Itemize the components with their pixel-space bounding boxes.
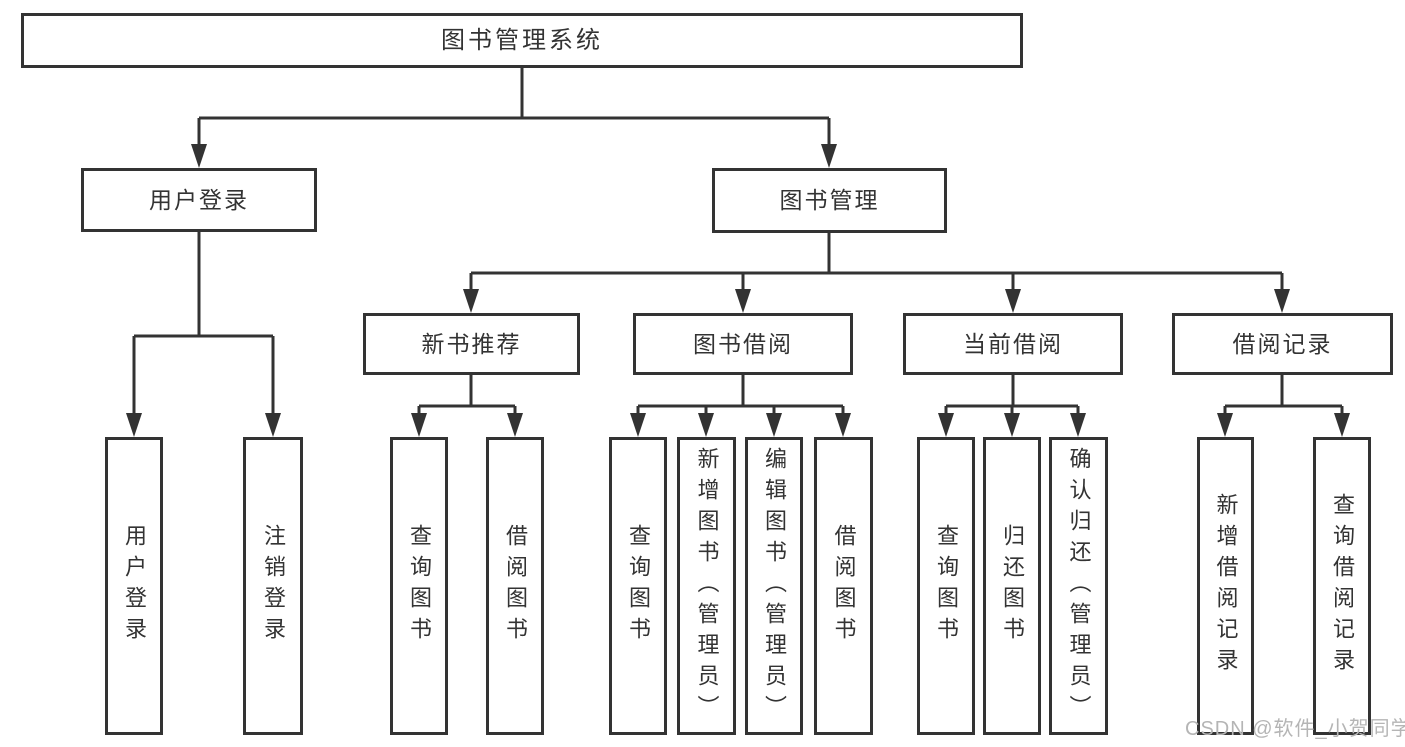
arrowhead-icon [1070,413,1086,437]
node-root-system: 图书管理系统 [21,13,1023,68]
leaf-label: 确认归还（管理员） [1066,446,1092,726]
leaf-query-books-recommend: 查询图书 [390,437,448,735]
connector-path [132,68,1344,417]
csdn-watermark: CSDN @软件_小贺同学 [1185,718,1405,740]
arrowhead-icon [1005,289,1021,313]
leaf-confirm-return-admin: 确认归还（管理员） [1049,437,1108,735]
node-book-management: 图书管理 [712,168,947,233]
node-label: 借阅记录 [1232,330,1333,357]
leaf-label: 查询图书 [407,524,432,648]
node-current-borrowing: 当前借阅 [903,313,1123,375]
leaf-query-books-borrowing: 查询图书 [609,437,667,735]
arrowhead-icon [938,413,954,437]
leaf-return-books: 归还图书 [983,437,1041,735]
leaf-label: 借阅图书 [503,524,528,648]
leaf-label: 新增图书（管理员） [694,446,720,726]
arrowhead-icon [191,144,207,168]
node-label: 当前借阅 [963,330,1063,357]
node-borrowing-records: 借阅记录 [1172,313,1393,375]
arrowhead-icon [411,413,427,437]
node-label: 新书推荐 [421,330,522,357]
node-new-book-recommend: 新书推荐 [363,313,580,375]
node-root-label: 图书管理系统 [441,26,603,54]
leaf-label: 查询借阅记录 [1330,493,1355,679]
leaf-query-books-current: 查询图书 [917,437,975,735]
leaf-label: 查询图书 [626,524,651,648]
leaf-add-borrow-record: 新增借阅记录 [1197,437,1254,735]
leaf-label: 归还图书 [1000,524,1025,648]
arrowhead-icon [630,413,646,437]
leaf-label: 注销登录 [261,524,286,648]
node-label: 用户登录 [149,186,249,213]
leaf-label: 借阅图书 [831,524,857,648]
leaf-borrow-books-recommend: 借阅图书 [486,437,544,735]
arrowhead-icon [1004,413,1020,437]
arrowhead-icon [766,413,782,437]
leaf-label: 查询图书 [934,524,959,648]
arrowhead-icon [1274,289,1290,313]
leaf-label: 用户登录 [122,524,147,648]
leaf-label: 编辑图书（管理员） [762,446,787,726]
node-label: 图书借阅 [693,330,793,357]
arrowhead-icon [1334,413,1350,437]
arrowhead-icon [735,289,751,313]
leaf-logout: 注销登录 [243,437,303,735]
arrowhead-icon [126,413,142,437]
leaf-user-login: 用户登录 [105,437,163,735]
arrowhead-icon [835,413,851,437]
arrowhead-icon [463,289,479,313]
leaf-label: 新增借阅记录 [1213,493,1239,679]
leaf-borrow-books: 借阅图书 [814,437,873,735]
node-label: 图书管理 [779,187,880,213]
leaf-add-books-admin: 新增图书（管理员） [677,437,736,735]
leaf-edit-books-admin: 编辑图书（管理员） [745,437,803,735]
arrowhead-icon [821,144,837,168]
arrowhead-icon [265,413,281,437]
leaf-query-borrow-record: 查询借阅记录 [1313,437,1371,735]
arrowhead-icon [507,413,523,437]
arrowhead-icon [1217,413,1233,437]
arrowhead-icon [698,413,714,437]
node-book-borrowing: 图书借阅 [633,313,853,375]
node-user-login: 用户登录 [81,168,317,232]
arrowheads-group [126,144,1350,437]
